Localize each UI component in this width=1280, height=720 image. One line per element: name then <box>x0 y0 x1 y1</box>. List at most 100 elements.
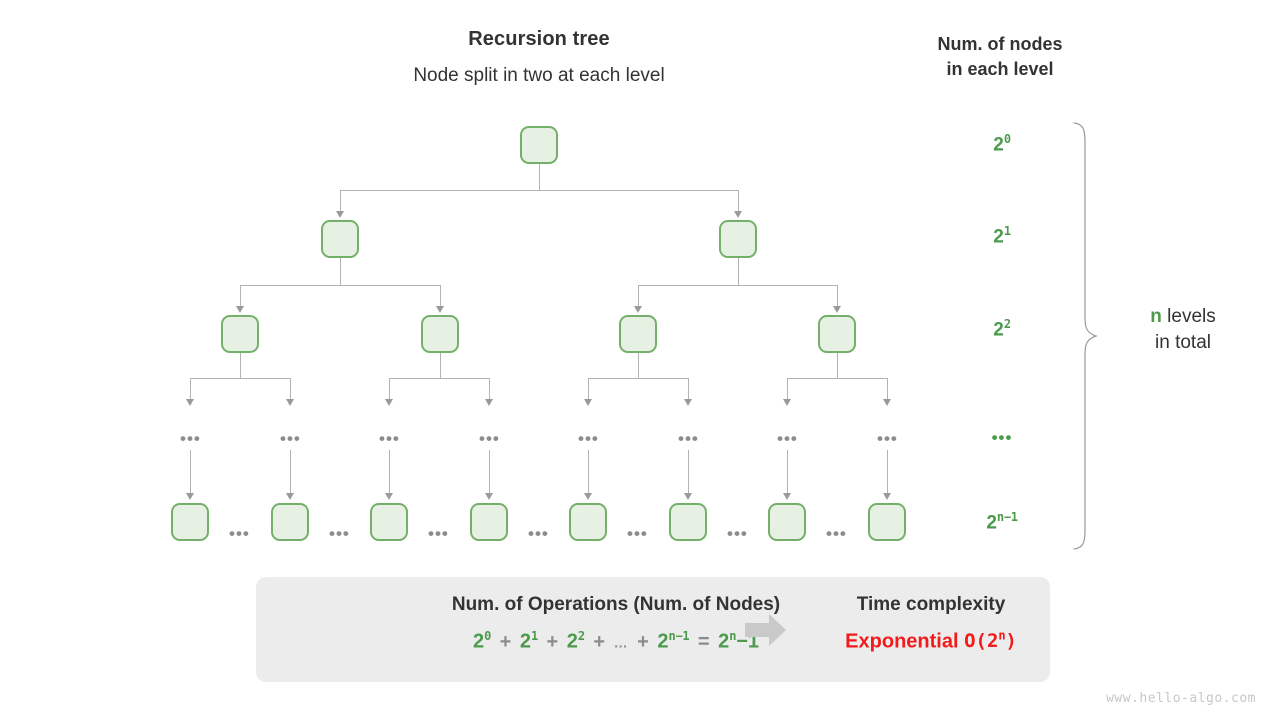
connector-l3-drop-2 <box>440 285 441 307</box>
tree-node-l5-6 <box>669 503 707 541</box>
total-levels-label: n levels in total <box>1108 304 1258 356</box>
connector-l5-stem-3 <box>389 450 390 494</box>
level-count-4-base: 2 <box>986 512 997 534</box>
leaf-ellipsis-7: ••• <box>826 524 847 543</box>
formula-result-base: 2 <box>718 630 730 653</box>
complexity-verdict: Exponential O(2n) <box>816 629 1046 653</box>
connector-l1-bus <box>340 190 739 191</box>
connector-l4-drop-4 <box>489 378 490 400</box>
connector-l4-drop-2 <box>290 378 291 400</box>
tree-node-l2-1 <box>321 220 359 258</box>
arrowhead-l2-1 <box>336 211 344 218</box>
page-title: Recursion tree <box>468 28 610 50</box>
level-count-1: 21 <box>950 224 1054 248</box>
level-count-2-exp: 2 <box>1003 317 1011 331</box>
connector-l4-drop-3 <box>389 378 390 400</box>
tree-ellipsis-l4-4: ••• <box>479 429 500 448</box>
connector-l5-stem-6 <box>688 450 689 494</box>
connector-l3-bus-1 <box>190 378 290 379</box>
formula-last-base: 2 <box>657 630 669 653</box>
formula-plus-2: + <box>546 630 559 653</box>
formula-last-exp: n−1 <box>668 629 690 643</box>
formula-term-2-exp: 1 <box>530 629 538 643</box>
tree-ellipsis-l4-6: ••• <box>678 429 699 448</box>
complexity-bigo-prefix: O(2 <box>964 630 999 653</box>
arrowhead-l3-3 <box>634 306 642 313</box>
arrowhead-l5-7 <box>783 493 791 500</box>
arrowhead-l4-7 <box>783 399 791 406</box>
level-count-0-base: 2 <box>993 134 1004 156</box>
connector-l4-drop-8 <box>887 378 888 400</box>
formula-equals: = <box>697 630 710 653</box>
connector-l2-stem-1 <box>340 258 341 285</box>
connector-l5-stem-7 <box>787 450 788 494</box>
leaf-ellipsis-1: ••• <box>229 524 250 543</box>
tree-node-l2-2 <box>719 220 757 258</box>
level-count-4-exp: n−1 <box>996 510 1018 524</box>
total-levels-word: levels <box>1167 306 1216 327</box>
formula-plus-3: + <box>593 630 606 653</box>
connector-l5-stem-1 <box>190 450 191 494</box>
connector-l4-drop-6 <box>688 378 689 400</box>
level-count-1-exp: 1 <box>1003 224 1011 238</box>
formula-term-1-exp: 0 <box>484 629 492 643</box>
leaf-ellipsis-2: ••• <box>329 524 350 543</box>
tree-node-l5-1 <box>171 503 209 541</box>
connector-l3-bus-2 <box>389 378 489 379</box>
formula-term-3-exp: 2 <box>577 629 585 643</box>
connector-l3-drop-1 <box>240 285 241 307</box>
arrowhead-l4-3 <box>385 399 393 406</box>
arrowhead-l4-2 <box>286 399 294 406</box>
leaf-ellipsis-4: ••• <box>528 524 549 543</box>
tree-node-l5-4 <box>470 503 508 541</box>
page-subtitle: Node split in two at each level <box>413 65 665 86</box>
complexity-block: Time complexity Exponential O(2n) <box>816 594 1046 653</box>
total-levels-line2: in total <box>1155 332 1211 353</box>
tree-node-l3-1 <box>221 315 259 353</box>
formula-plus-1: + <box>499 630 512 653</box>
watermark: www.hello-algo.com <box>1106 691 1256 706</box>
tree-ellipsis-l4-5: ••• <box>578 429 599 448</box>
connector-l2-drop-1 <box>340 190 341 212</box>
formula-ellipsis: … <box>613 634 629 651</box>
tree-node-l3-3 <box>619 315 657 353</box>
arrowhead-l3-1 <box>236 306 244 313</box>
arrowhead-l3-4 <box>833 306 841 313</box>
tree-node-l5-5 <box>569 503 607 541</box>
level-count-2: 22 <box>950 317 1054 341</box>
arrowhead-l4-5 <box>584 399 592 406</box>
tree-ellipsis-l4-7: ••• <box>777 429 798 448</box>
connector-l4-drop-5 <box>588 378 589 400</box>
nodes-column-title-line2: in each level <box>946 59 1054 79</box>
connector-l5-stem-5 <box>588 450 589 494</box>
arrowhead-l4-6 <box>684 399 692 406</box>
total-levels-variable: n <box>1150 306 1162 327</box>
nodes-column-title-line1: Num. of nodes <box>937 34 1063 54</box>
level-count-2-base: 2 <box>993 319 1004 341</box>
operations-block: Num. of Operations (Num. of Nodes) 20 + … <box>276 594 956 654</box>
connector-l2-drop-2 <box>738 190 739 212</box>
nodes-column-title: Num. of nodes in each level <box>920 32 1080 82</box>
connector-l1-stem <box>539 164 540 190</box>
arrowhead-l5-6 <box>684 493 692 500</box>
arrowhead-l4-1 <box>186 399 194 406</box>
tree-node-l5-8 <box>868 503 906 541</box>
tree-node-l5-2 <box>271 503 309 541</box>
tree-node-l5-3 <box>370 503 408 541</box>
complexity-bigo: O(2n) <box>964 629 1017 653</box>
leaf-ellipsis-3: ••• <box>428 524 449 543</box>
connector-l3-bus-4 <box>787 378 887 379</box>
formula-plus-4: + <box>637 630 649 653</box>
formula-result-exp: n <box>729 629 737 643</box>
connector-l3-bus-3 <box>588 378 688 379</box>
level-count-0: 20 <box>950 132 1054 156</box>
levels-brace <box>1072 118 1100 559</box>
connector-l2-bus-2 <box>638 285 837 286</box>
formula-term-1-base: 2 <box>472 630 485 653</box>
tree-node-l1-1 <box>520 126 558 164</box>
formula-term-3-base: 2 <box>566 630 578 653</box>
tree-node-l3-2 <box>421 315 459 353</box>
arrowhead-l5-5 <box>584 493 592 500</box>
connector-l4-drop-7 <box>787 378 788 400</box>
